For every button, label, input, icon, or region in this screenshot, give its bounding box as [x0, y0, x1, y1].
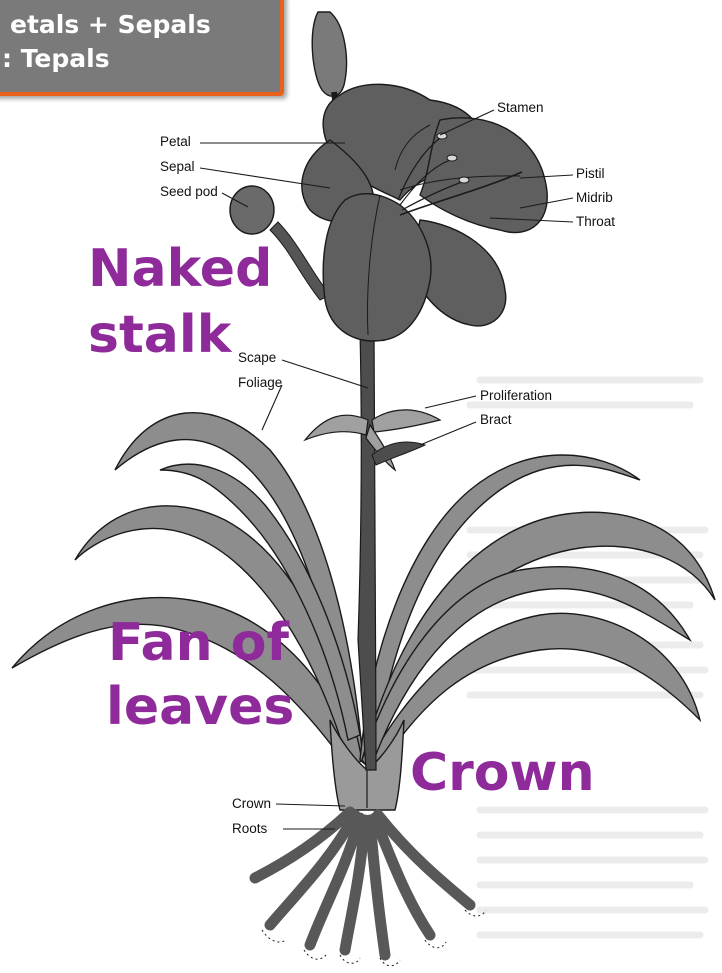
label-proliferation: Proliferation [480, 388, 552, 403]
label-stamen: Stamen [497, 100, 544, 115]
label-roots: Roots [232, 821, 267, 836]
label-sepal: Sepal [160, 159, 195, 174]
label-foliage: Foliage [238, 375, 282, 390]
petal-main-front [323, 194, 431, 341]
crown-annotation: Crown [410, 744, 595, 802]
seed-pod-branch [270, 222, 330, 300]
flower-bud [312, 12, 346, 96]
label-midrib: Midrib [576, 190, 613, 205]
roots [255, 812, 470, 955]
fan-of-leaves-annotation-line1: Fan of [108, 614, 289, 672]
naked-stalk-annotation-line1: Naked [88, 240, 272, 298]
label-pistil: Pistil [576, 166, 605, 181]
label-bract: Bract [480, 412, 512, 427]
fan-of-leaves-annotation-line2: leaves [106, 678, 294, 736]
label-scape: Scape [238, 350, 276, 365]
naked-stalk-annotation-line2: stalk [88, 306, 231, 364]
tepals-callout-line1: etals + Sepals [10, 10, 211, 39]
scape-stem [358, 330, 376, 770]
label-petal: Petal [160, 134, 191, 149]
label-seed-pod: Seed pod [160, 184, 218, 199]
root-hairs [262, 910, 486, 966]
seed-pod [230, 186, 274, 234]
tepals-callout: etals + Sepals : Tepals [0, 0, 284, 96]
label-crown: Crown [232, 796, 271, 811]
flower [302, 84, 547, 341]
label-throat: Throat [576, 214, 615, 229]
tepals-callout-line2: : Tepals [2, 44, 110, 73]
